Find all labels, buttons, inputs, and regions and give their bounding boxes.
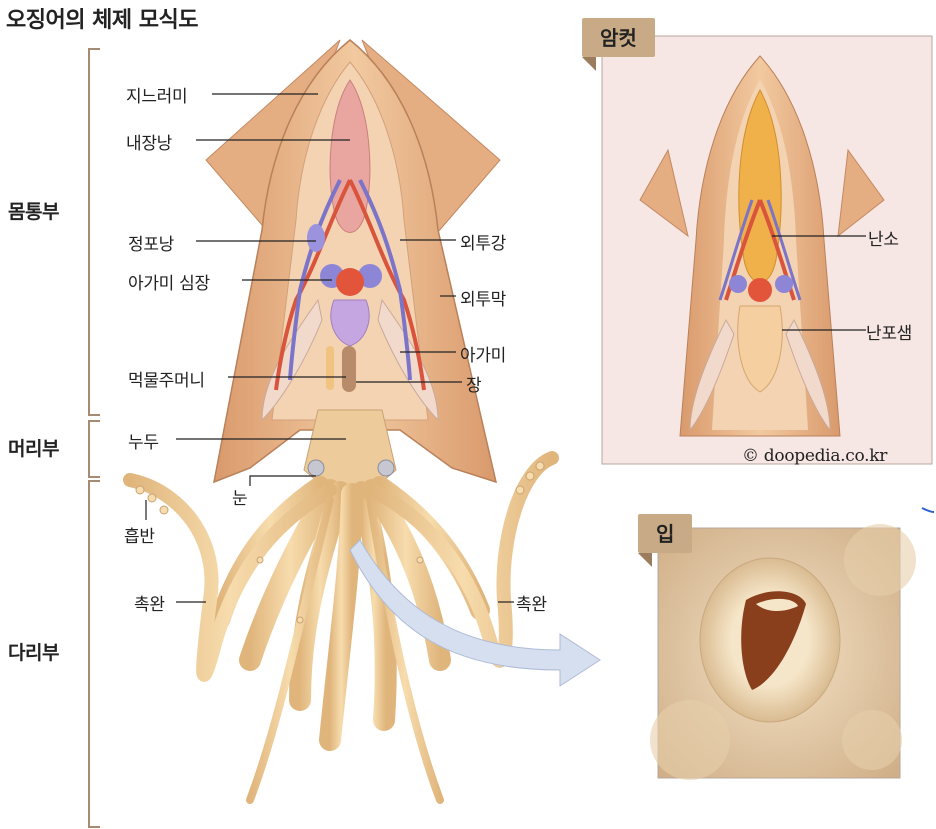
nidamental-gland-shape	[737, 305, 783, 393]
label-funnel: 누두	[128, 433, 159, 453]
eye-left-shape	[307, 459, 325, 477]
section-body: 몸통부	[8, 201, 59, 223]
label-mantle: 외투막	[460, 290, 507, 310]
page-title: 오징어의 체제 모식도	[6, 8, 198, 33]
label-nidamental-gland: 난포샘	[866, 324, 913, 344]
label-intestine: 장	[466, 376, 482, 396]
label-fin: 지느러미	[126, 87, 188, 107]
label-ovary: 난소	[868, 230, 899, 250]
bracket-head	[88, 420, 100, 478]
suckers	[135, 461, 545, 624]
female-tab: 암컷	[582, 18, 655, 71]
bracket-body	[88, 48, 100, 416]
label-mantle-cavity: 외투강	[460, 234, 507, 254]
spermatophore-sac-shape	[307, 224, 325, 252]
female-tab-label: 암컷	[600, 26, 637, 50]
mouth-tab: 입	[638, 514, 693, 567]
mouth-arrow	[349, 539, 601, 687]
mouth-tab-label: 입	[656, 522, 675, 546]
pancreas	[330, 299, 370, 347]
eye-right-shape	[377, 459, 395, 477]
blue-mark	[921, 507, 935, 513]
label-ink-sac: 먹물주머니	[128, 371, 205, 391]
label-gill-heart: 아가미 심장	[128, 274, 210, 294]
female-panel	[601, 35, 933, 465]
label-sucker: 흡반	[124, 527, 155, 547]
label-gill: 아가미	[460, 346, 507, 366]
mouth-panel	[650, 524, 916, 780]
mouth-opening	[741, 591, 806, 690]
label-spermatophore: 정포낭	[128, 235, 175, 255]
label-eye: 눈	[232, 489, 248, 509]
arms	[123, 451, 559, 804]
leader-lines-female	[772, 235, 866, 331]
intestine-shape	[326, 346, 334, 390]
main-squid-illustration	[123, 39, 601, 804]
heart	[336, 268, 364, 296]
section-legs: 다리부	[8, 642, 59, 664]
label-tentacle-right: 촉완	[516, 595, 547, 615]
ink-sac-shape	[342, 346, 356, 392]
section-head: 머리부	[8, 438, 59, 460]
label-visceral-sac: 내장낭	[126, 134, 173, 154]
visceral-sac	[329, 79, 371, 233]
leader-lines-main	[145, 93, 514, 603]
credit-text: © doopedia.co.kr	[742, 446, 888, 466]
label-tentacle-left: 촉완	[134, 595, 165, 615]
bracket-legs	[88, 480, 100, 828]
